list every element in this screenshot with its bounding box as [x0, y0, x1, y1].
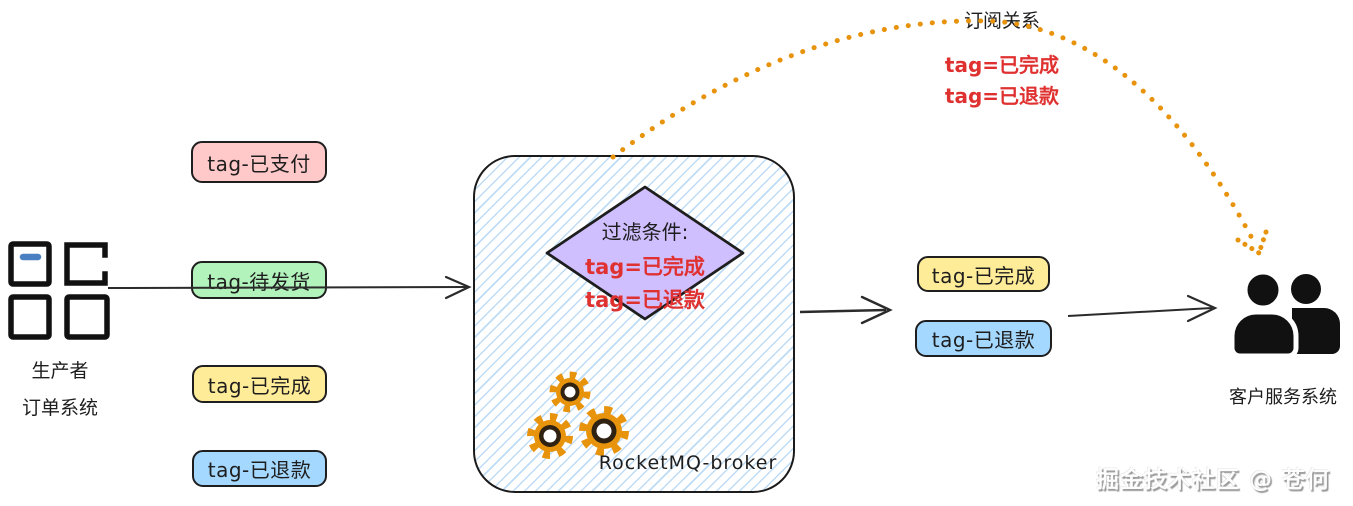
gears-icon: [527, 371, 629, 459]
filtered-tag-refunded-label: tag-已退款: [931, 328, 1036, 352]
producer-system-label: 订单系统: [21, 397, 98, 419]
filtered-tag-pill-completed[interactable]: tag-已完成: [917, 256, 1050, 292]
filter-condition-1: tag=已完成: [585, 255, 705, 279]
tag-pill-to-ship[interactable]: tag-待发货: [191, 261, 327, 299]
consumer-system-label: 客户服务系统: [1229, 387, 1337, 408]
subscription-condition-1: tag=已完成: [944, 53, 1060, 77]
producer-role-label: 生产者: [31, 360, 89, 382]
tag-pill-completed-label: tag-已完成: [207, 373, 312, 398]
subscription-condition-2: tag=已退款: [944, 84, 1060, 108]
broker-label: RocketMQ-broker: [598, 452, 778, 474]
filter-diamond-title: 过滤条件:: [601, 220, 689, 244]
tag-pill-refunded[interactable]: tag-已退款: [192, 450, 327, 487]
tag-pill-paid[interactable]: tag-已支付: [191, 141, 327, 183]
watermark: 掘金技术社区 @ 苍何: [1096, 467, 1331, 493]
tag-pill-completed[interactable]: tag-已完成: [192, 365, 327, 403]
tag-pill-refunded-label: tag-已退款: [207, 458, 312, 482]
tag-pill-to-ship-label: tag-待发货: [207, 269, 311, 294]
filtered-tag-completed-label: tag-已完成: [931, 263, 1036, 288]
arrow-broker-to-tags: [799, 295, 893, 325]
consumer-users-icon: [1229, 272, 1340, 359]
arrow-tags-to-consumer: [1067, 294, 1218, 323]
subscription-title: 订阅关系: [963, 10, 1040, 32]
filter-condition-2: tag=已退款: [585, 288, 705, 312]
filtered-tag-pill-refunded[interactable]: tag-已退款: [915, 320, 1052, 357]
tag-pill-paid-label: tag-已支付: [207, 151, 311, 176]
producer-icon: [8, 241, 110, 340]
